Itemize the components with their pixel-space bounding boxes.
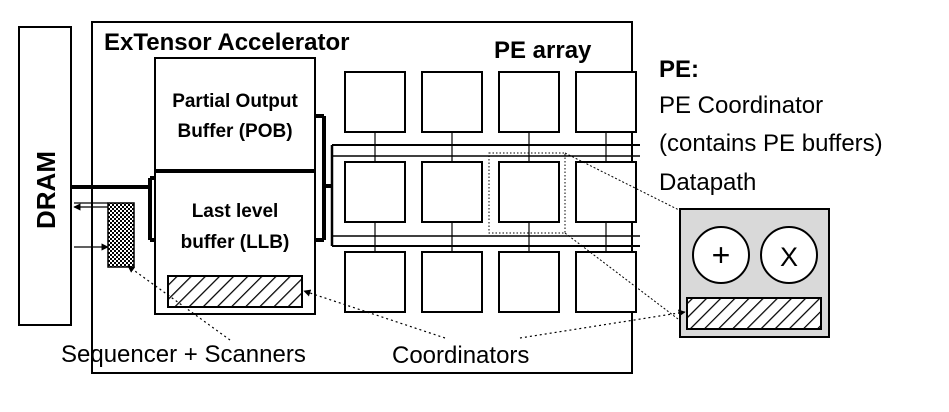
pe-cell <box>498 161 560 223</box>
pe-array-title: PE array <box>494 37 592 64</box>
llb-label-line1: Last level <box>192 201 279 222</box>
pe-cell <box>498 71 560 133</box>
llb-coordinator <box>167 275 303 308</box>
multiplier-circle <box>760 226 818 284</box>
dram-label: DRAM <box>31 151 61 229</box>
pe-cell <box>344 161 406 223</box>
pe-coordinator <box>686 297 822 330</box>
llb-label-line2: buffer (LLB) <box>181 232 290 253</box>
pob-label-line1: Partial Output <box>172 91 298 112</box>
pe-cell <box>344 71 406 133</box>
pe-detail-box: + X <box>679 208 830 338</box>
pe-desc-line3: Datapath <box>659 169 756 196</box>
plus-icon: + <box>712 237 731 273</box>
dram-block: DRAM <box>18 26 72 326</box>
sequencer-callout <box>127 265 231 341</box>
pe-cell <box>575 161 637 223</box>
coordinators-label: Coordinators <box>392 342 529 369</box>
pe-desc-line2: (contains PE buffers) <box>659 130 883 157</box>
pe-cell <box>421 161 483 223</box>
buffer-pe-bus <box>316 114 640 247</box>
pob-label-line2: Buffer (POB) <box>177 121 292 142</box>
pob-block: Partial Output Buffer (POB) <box>154 57 316 171</box>
pe-array-grid <box>344 71 637 313</box>
adder-circle <box>692 226 750 284</box>
pe-cell <box>421 251 483 313</box>
pe-cell <box>421 71 483 133</box>
pe-cell <box>498 251 560 313</box>
pe-cell <box>575 251 637 313</box>
sequencer-label: Sequencer + Scanners <box>61 341 306 368</box>
dram-sequencer-arrows <box>73 202 109 251</box>
sequencer-block <box>107 202 135 268</box>
pe-heading: PE: <box>659 56 699 83</box>
pe-zoom-lines <box>564 152 684 323</box>
pe-cell <box>575 71 637 133</box>
accelerator-title: ExTensor Accelerator <box>104 29 349 56</box>
pe-cell <box>344 251 406 313</box>
llb-block: Last level buffer (LLB) <box>154 171 316 315</box>
pe-highlight-box <box>488 152 566 234</box>
times-icon: X <box>780 242 798 272</box>
pe-desc-line1: PE Coordinator <box>659 92 823 119</box>
